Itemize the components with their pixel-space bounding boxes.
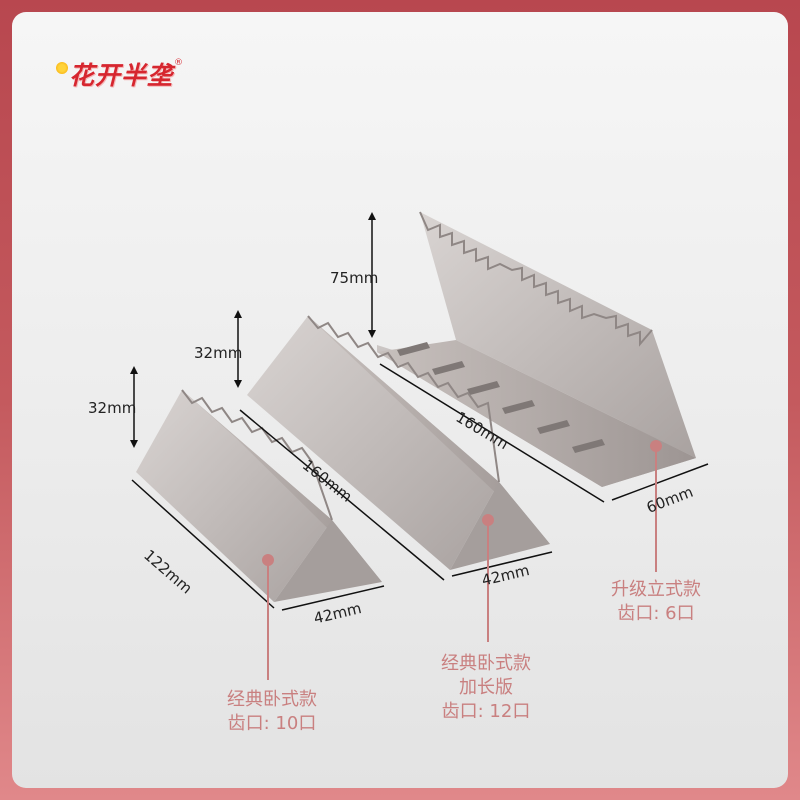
long-caption-teeth: 齿口: 12口 bbox=[441, 701, 531, 722]
upright-caption-teeth: 齿口: 6口 bbox=[617, 603, 695, 624]
product-photo: 花开半垄 ® 32mm 32mm 75mm 122mm 160mm 160mm … bbox=[12, 12, 788, 788]
sun-icon bbox=[56, 62, 68, 74]
upright-caption: 升级立式款 齿口: 6口 bbox=[586, 578, 726, 626]
upright-back-panel bbox=[420, 212, 696, 458]
upright-teeth bbox=[419, 211, 653, 347]
upright-caption-title: 升级立式款 bbox=[611, 579, 701, 600]
dimension-arrows bbox=[130, 212, 709, 611]
small-height-label: 32mm bbox=[88, 399, 137, 417]
long-holder bbox=[247, 315, 550, 570]
small-caption-teeth: 齿口: 10口 bbox=[227, 713, 317, 734]
small-caption-title: 经典卧式款 bbox=[227, 689, 317, 710]
long-caption: 经典卧式款 加长版 齿口: 12口 bbox=[416, 652, 556, 724]
long-caption-subtitle: 加长版 bbox=[459, 677, 513, 698]
upright-holder bbox=[377, 211, 696, 487]
long-holder-left-panel bbox=[247, 316, 499, 570]
upright-height-label: 75mm bbox=[330, 269, 379, 287]
brand-logo: 花开半垄 ® bbox=[56, 56, 183, 92]
small-holder-left-panel bbox=[136, 390, 332, 602]
long-holder-teeth bbox=[307, 315, 500, 483]
product-illustration bbox=[130, 211, 709, 680]
small-caption: 经典卧式款 齿口: 10口 bbox=[202, 688, 342, 736]
upright-front-panel bbox=[377, 340, 696, 487]
small-holder bbox=[136, 389, 382, 602]
caption-leaders bbox=[262, 440, 662, 680]
long-holder-end bbox=[450, 482, 550, 570]
long-height-label: 32mm bbox=[194, 344, 243, 362]
brand-name: 花开半垄 bbox=[69, 61, 174, 90]
upright-slots bbox=[397, 342, 605, 453]
small-holder-teeth bbox=[181, 389, 333, 521]
small-holder-end bbox=[274, 520, 382, 602]
registered-mark: ® bbox=[174, 58, 184, 68]
long-caption-title: 经典卧式款 bbox=[441, 653, 531, 674]
